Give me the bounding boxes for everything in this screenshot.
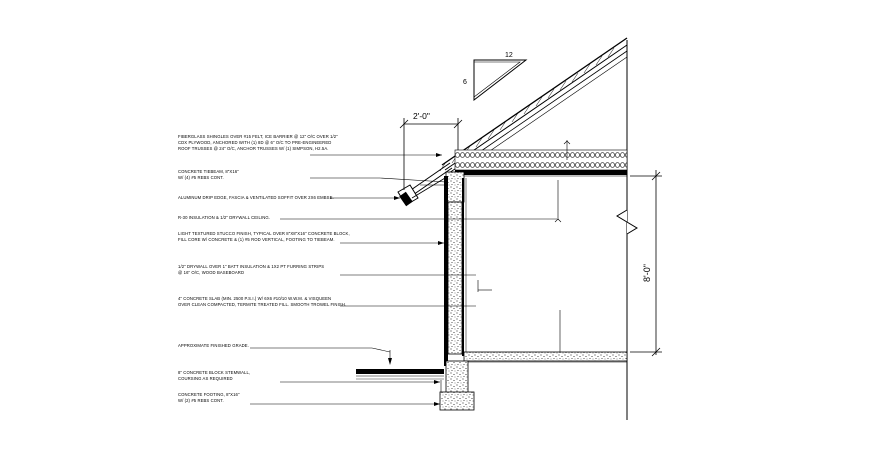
note-line: 4" CONCRETE SLAB (MIN. 2500 P.S.I.) W/ 6… — [178, 296, 332, 301]
slope-rise-label: 6 — [463, 79, 467, 86]
overhang-dimension — [399, 118, 463, 190]
note-shingles: FIBERGLASS SHINGLES OVER #15 FELT, ICE B… — [178, 134, 338, 153]
note-insulation: R-30 INSULATION & 1/2" DRYWALL CEILING. — [178, 215, 270, 221]
note-line: ROOF TRUSSES @ 24" O/C, ANCHOR TRUSSES W… — [178, 146, 329, 152]
finished-grade — [356, 369, 444, 374]
note-line: @ 16" O/C, WOOD BASEBOARD — [178, 270, 245, 276]
stucco-finish — [444, 176, 448, 366]
height-dimension-label: 8'-0" — [642, 264, 652, 282]
slope-run-label: 12 — [505, 52, 513, 59]
note-tiebeam: CONCRETE TIEBEAM, 8"X16" W/ (4) #5 REBS … — [178, 169, 239, 181]
leader-arrows — [388, 153, 444, 406]
note-line: CONCRETE FOOTING, 8"X16" — [178, 392, 240, 397]
note-line: LIGHT TEXTURED STUCCO FINISH, TYPICAL OV… — [178, 231, 350, 236]
overhang-dimension-label: 2'-0" — [413, 111, 430, 121]
ceiling-insulation — [454, 149, 628, 171]
note-line: FILL CORE W/ CONCRETE & (1) #5 ROD VERTI… — [178, 237, 335, 243]
note-line: R-30 INSULATION & 1/2" DRYWALL CEILING. — [178, 215, 270, 220]
note-drywall: 1/2" DRYWALL OVER 1" BATT INSULATION & 1… — [178, 264, 324, 276]
note-line: 1/2" DRYWALL OVER 1" BATT INSULATION & 1… — [178, 264, 325, 269]
note-line: W/ (4) #5 REBS CONT. — [178, 175, 224, 181]
leader-lines — [250, 154, 557, 405]
note-stemwall: 8" CONCRETE BLOCK STEMWALL, COURSING AS … — [178, 370, 250, 382]
note-grade: APPROXIMATE FINISHED GRADE. — [178, 343, 249, 349]
note-line: 8" CONCRETE BLOCK STEMWALL, — [178, 370, 251, 375]
slope-triangle — [473, 59, 528, 102]
cmu-wall — [447, 201, 463, 355]
break-symbol — [616, 200, 638, 240]
height-dimension — [630, 170, 662, 357]
note-line: OVER CLEAN COMPACTED, TERMITE TREATED FI… — [178, 302, 347, 308]
note-line: ALUMINUM DRIP EDGE, FASCIA & VENTILATED … — [178, 195, 334, 200]
floor-slab — [463, 351, 628, 362]
section-markers — [440, 140, 571, 392]
tie-beam — [445, 171, 465, 203]
interior-drywall — [462, 178, 464, 356]
note-slab: 4" CONCRETE SLAB (MIN. 2500 P.S.I.) W/ 6… — [178, 296, 346, 308]
note-line: CONCRETE TIEBEAM, 8"X16" — [178, 169, 239, 174]
note-footing: CONCRETE FOOTING, 8"X16" W/ (2) #5 REBS … — [178, 392, 240, 404]
note-line: FIBERGLASS SHINGLES OVER #15 FELT, ICE B… — [178, 134, 338, 139]
note-drip-edge: ALUMINUM DRIP EDGE, FASCIA & VENTILATED … — [178, 195, 334, 201]
note-line: W/ (2) #5 REBS CONT. — [178, 398, 224, 404]
stemwall — [445, 360, 469, 394]
note-stucco: LIGHT TEXTURED STUCCO FINISH, TYPICAL OV… — [178, 231, 350, 243]
note-line: COURSING AS REQUIRED — [178, 376, 233, 382]
note-line: CDX PLYWOOD, ANCHORED WITH (1) 8D @ 6" O… — [178, 140, 332, 146]
footing — [439, 391, 475, 411]
note-line: APPROXIMATE FINISHED GRADE. — [178, 343, 249, 348]
drywall-ceiling — [455, 170, 627, 175]
